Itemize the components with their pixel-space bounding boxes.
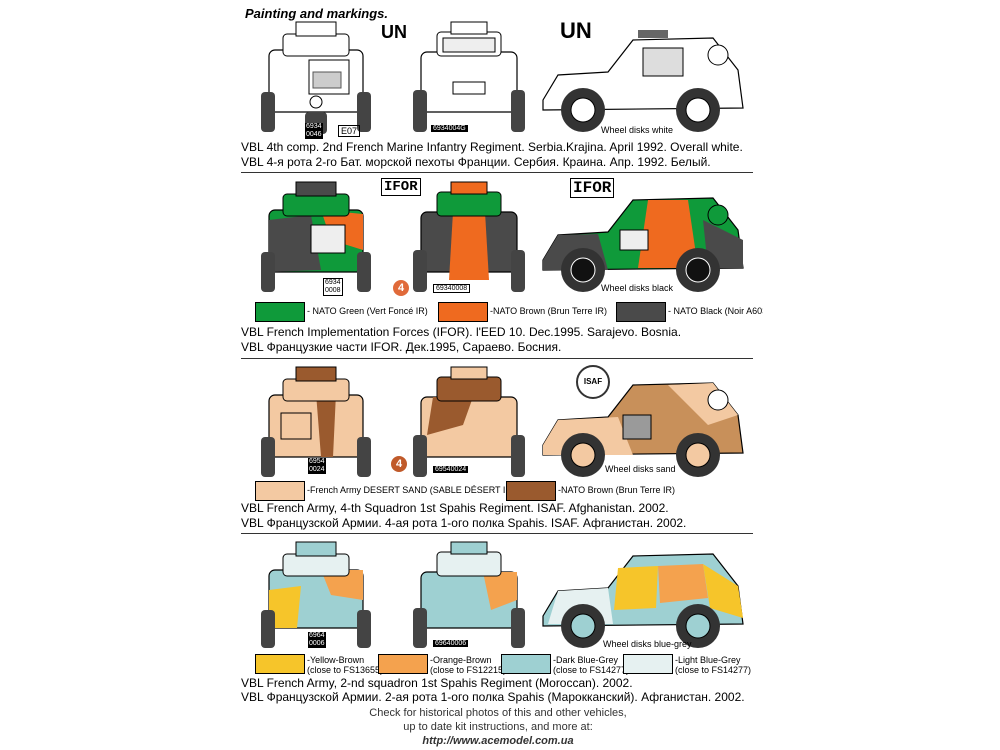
wheel-note-4: Wheel disks blue-grey <box>603 639 692 649</box>
caption-ru-1: VBL 4-я рота 2-го Бат. морской пехоты Фр… <box>241 155 711 169</box>
front-plate-4: 69640006 <box>433 640 469 647</box>
divider-3 <box>241 533 753 534</box>
wheel-note-1: Wheel disks white <box>601 125 674 135</box>
vehicle-front-view-1 <box>413 21 525 132</box>
unit-code: E07 <box>338 125 361 137</box>
swatch-desert-sand <box>255 481 305 501</box>
vehicle-side-view-3 <box>542 382 744 477</box>
un-marking-1: UN <box>381 22 407 43</box>
divider-2 <box>241 358 753 359</box>
ifor-marking-1: IFOR <box>381 178 421 196</box>
swatch-yellow-brown <box>255 654 305 674</box>
swatch-label: -Light Blue-Grey (close to FS14277) <box>675 655 752 675</box>
front-plate-2: 69340008 <box>433 284 471 293</box>
vehicle-side-view-4 <box>542 553 744 648</box>
vehicle-side-view-2 <box>542 197 744 292</box>
isaf-label: ISAF <box>583 377 603 386</box>
caption-en-2: VBL French Implementation Forces (IFOR).… <box>241 325 682 339</box>
footer: Check for historical photos of this and … <box>233 706 763 748</box>
page-title: Painting and markings. <box>245 6 389 21</box>
ifor-marking-2: IFOR <box>570 178 615 198</box>
swatch-nato-green <box>255 302 305 322</box>
swatch-label: -French Army DESERT SAND (SABLE DÉSERT I… <box>307 485 515 495</box>
vehicle-front-view-2 <box>413 181 525 292</box>
swatch-label: -Orange-Brown (close to FS12215) <box>430 655 507 675</box>
swatch-orange-brown <box>378 654 428 674</box>
front-plate: 6934004G <box>431 125 468 132</box>
swatch-nato-black <box>616 302 666 322</box>
caption-ru-3: VBL Французской Армии. 4-ая рота 1-ого п… <box>241 516 687 530</box>
footer-url[interactable]: http://www.acemodel.com.ua <box>233 734 763 748</box>
caption-en-3: VBL French Army, 4-th Squadron 1st Spahi… <box>241 501 669 515</box>
vehicle-side-view-1 <box>542 30 744 132</box>
caption-en-4: VBL French Army, 2-nd squadron 1st Spahi… <box>241 676 633 690</box>
swatch-label: -Yellow-Brown (close to FS13655) <box>307 655 384 675</box>
swatch-nato-brown-2 <box>506 481 556 501</box>
front-plate-3: 69540024 <box>433 466 469 473</box>
un-marking-2: UN <box>560 18 592 43</box>
swatch-label: -NATO Brown (Brun Terre IR) <box>558 485 676 495</box>
instruction-sheet: Painting and markings. 6934 0046 E07 UN <box>233 0 763 750</box>
vehicle-rear-view-2 <box>261 181 371 292</box>
swatch-nato-brown <box>438 302 488 322</box>
rear-plate-2: 6934 0008 <box>323 278 343 296</box>
number-badge-1: 4 <box>393 280 409 296</box>
rear-plate-4: 6964 0006 <box>308 632 326 648</box>
number-badge-2: 4 <box>391 456 407 472</box>
caption-ru-4: VBL Французской Армии. 2-ая рота 1-ого п… <box>241 690 745 704</box>
vehicle-rear-view-4 <box>261 541 371 648</box>
caption-en-1: VBL 4th comp. 2nd French Marine Infantry… <box>241 140 743 154</box>
vehicle-rear-view-1 <box>261 21 371 134</box>
footer-url-text[interactable]: http://www.acemodel.com.ua <box>422 735 574 747</box>
caption-ru-2: VBL Французкие части IFOR. Дек.1995, Сар… <box>241 340 562 354</box>
swatch-label: - NATO Green (Vert Foncé IR) <box>307 306 428 316</box>
swatch-label: -Dark Blue-Grey (close to FS14277) <box>553 655 630 675</box>
swatch-label: -NATO Brown (Brun Terre IR) <box>490 306 608 316</box>
isaf-roundel: ISAF <box>576 365 610 399</box>
wheel-note-2: Wheel disks black <box>601 283 674 293</box>
vehicle-rear-view-3 <box>261 366 371 477</box>
rear-plate-3: 6954 0024 <box>308 458 326 474</box>
swatch-dark-blue-grey <box>501 654 551 674</box>
wheel-note-3: Wheel disks sand <box>605 464 676 474</box>
vehicle-front-view-3 <box>413 366 525 477</box>
swatch-light-blue-grey <box>623 654 673 674</box>
footer-line-2: up to date kit instructions, and more at… <box>403 721 593 733</box>
footer-line-1: Check for historical photos of this and … <box>369 707 627 719</box>
vehicle-front-view-4 <box>413 541 525 648</box>
rear-plate: 6934 0046 <box>305 123 323 139</box>
divider-1 <box>241 172 753 173</box>
swatch-label: - NATO Black (Noir A603) <box>668 306 763 316</box>
